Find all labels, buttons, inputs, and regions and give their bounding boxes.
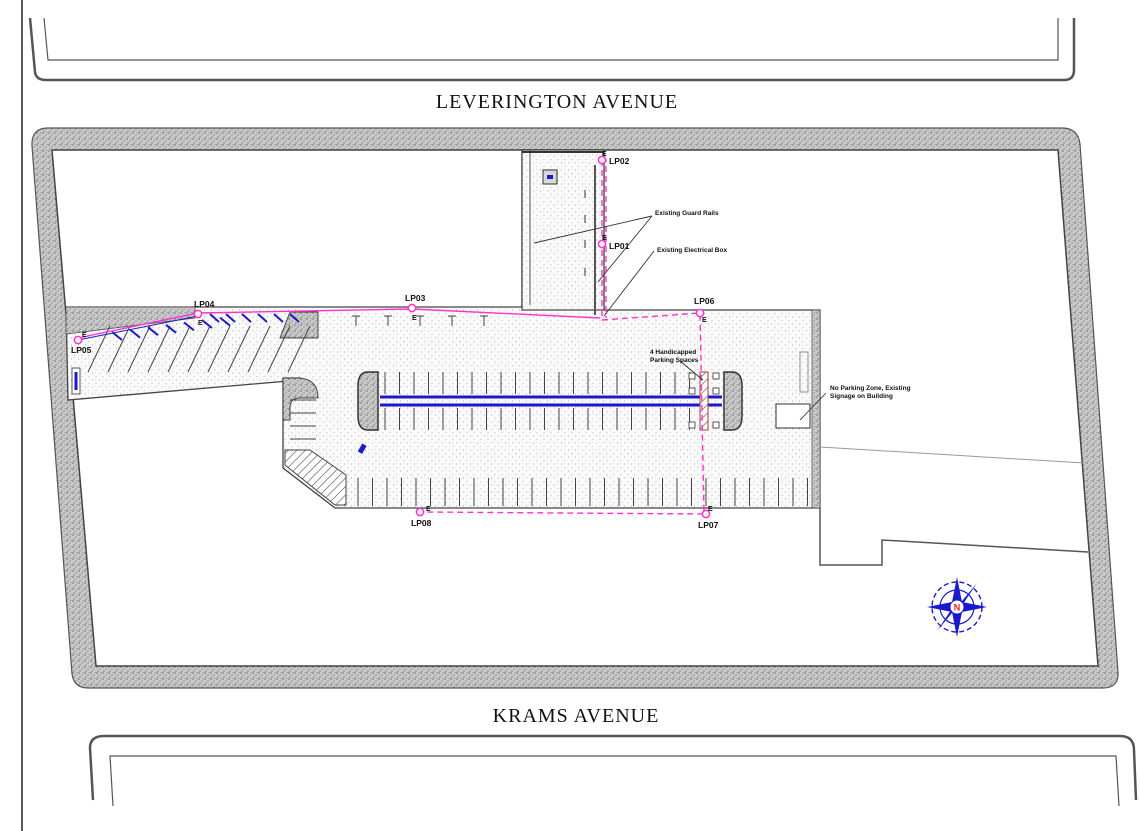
light-pole-icon [193, 309, 203, 319]
handicap-stall-markers [688, 372, 720, 429]
east-curb [811, 309, 821, 509]
drive-sign-mark [547, 175, 553, 179]
east-sign-slot [799, 351, 809, 393]
light-pole-label: LP02 [609, 156, 630, 166]
angled-stall-line [167, 325, 191, 373]
guard-rail-posts [584, 165, 596, 315]
light-pole-icon [597, 155, 607, 165]
light-pole-label: LP04 [194, 299, 215, 309]
light-pole-icon [73, 335, 83, 345]
note-handicapped-line2: Parking Spaces [650, 357, 699, 364]
diagonal-stall [225, 313, 236, 323]
light-pole-icon [415, 507, 425, 517]
street-label-north: LEVERINGTON AVENUE [436, 91, 678, 113]
diagonal-stall [241, 313, 252, 323]
light-pole-flag: E [702, 317, 707, 324]
north-gravel-strip [65, 306, 196, 335]
light-pole-flag: E [708, 506, 713, 513]
diagonal-stall [289, 313, 300, 323]
light-pole-label: LP03 [405, 293, 426, 303]
east-property-line [819, 446, 1085, 464]
diagonal-stall [257, 313, 268, 323]
stall-lines-lower-row [384, 408, 690, 430]
light-pole-flag: E [82, 332, 87, 339]
angled-stall-line [287, 325, 311, 373]
diagonal-stall [183, 321, 195, 332]
light-pole-icon [695, 308, 705, 318]
diagonal-stall [219, 316, 231, 327]
north-arrow-icon: N [927, 577, 987, 637]
light-pole-flag: E [426, 506, 431, 513]
light-pole-icon [407, 303, 417, 313]
stall-lines-south-row [290, 399, 808, 506]
angled-stall-line [267, 325, 291, 373]
light-pole-label: LP06 [694, 296, 715, 306]
angled-stall-line [127, 325, 151, 373]
angled-stall-line [227, 325, 251, 373]
light-pole-icon [701, 509, 711, 519]
angled-stall-line [147, 325, 171, 373]
note-no-parking-line1: No Parking Zone, Existing [830, 385, 911, 392]
south-block-outline [88, 734, 1138, 801]
diagonal-stall [147, 326, 159, 336]
note-no-parking-line2: Signage on Building [830, 393, 893, 400]
light-pole-flag: E [602, 235, 607, 242]
angled-stall-line [207, 325, 231, 373]
light-pole-label: LP07 [698, 520, 719, 530]
stall-lines-upper-row [384, 372, 690, 394]
island-upper-triangle [279, 311, 319, 339]
note-electrical-box: Existing Electrical Box [657, 247, 727, 254]
island-entrance [282, 377, 319, 421]
north-block-inner [43, 17, 1059, 61]
diagonal-stall [201, 319, 213, 329]
island-east [723, 371, 743, 431]
diagonal-stall [129, 328, 141, 339]
angled-stall-line [187, 325, 211, 373]
diagonal-stall [165, 324, 177, 334]
angled-stall-line [87, 325, 111, 373]
north-arrow-label: N [954, 603, 961, 613]
stall-lines-north-curb [87, 315, 488, 373]
angled-stall-line [247, 325, 271, 373]
light-pole-label: LP08 [411, 518, 432, 528]
diagonal-stall [273, 313, 284, 323]
no-parking-zone-box [775, 403, 811, 429]
angled-stall-line [107, 325, 131, 373]
diagonal-stall [209, 313, 220, 323]
hatched-zone-southwest [284, 449, 347, 506]
annotation-leaders [533, 215, 827, 421]
center-median-stripes [380, 395, 722, 407]
south-block-inner [109, 755, 1120, 807]
note-guard-rails: Existing Guard Rails [655, 210, 719, 217]
light-pole-label: LP05 [71, 345, 92, 355]
light-pole-flag: E [602, 151, 607, 158]
note-handicapped-line1: 4 Handicapped [650, 349, 696, 356]
street-label-south: KRAMS AVENUE [493, 705, 660, 727]
light-pole-label: LP01 [609, 241, 630, 251]
north-block-outline [28, 17, 1076, 82]
light-pole-flag: E [198, 320, 203, 327]
light-pole-icon [597, 239, 607, 249]
stall-lines-west-diagonal [111, 313, 300, 341]
island-west [357, 371, 379, 431]
east-building-outline [819, 508, 1089, 566]
lighting-circuit [77, 159, 705, 515]
blue-marker-lot [357, 443, 367, 454]
handicap-aisle-hatch [699, 371, 709, 431]
light-pole-flag: E [412, 315, 417, 322]
